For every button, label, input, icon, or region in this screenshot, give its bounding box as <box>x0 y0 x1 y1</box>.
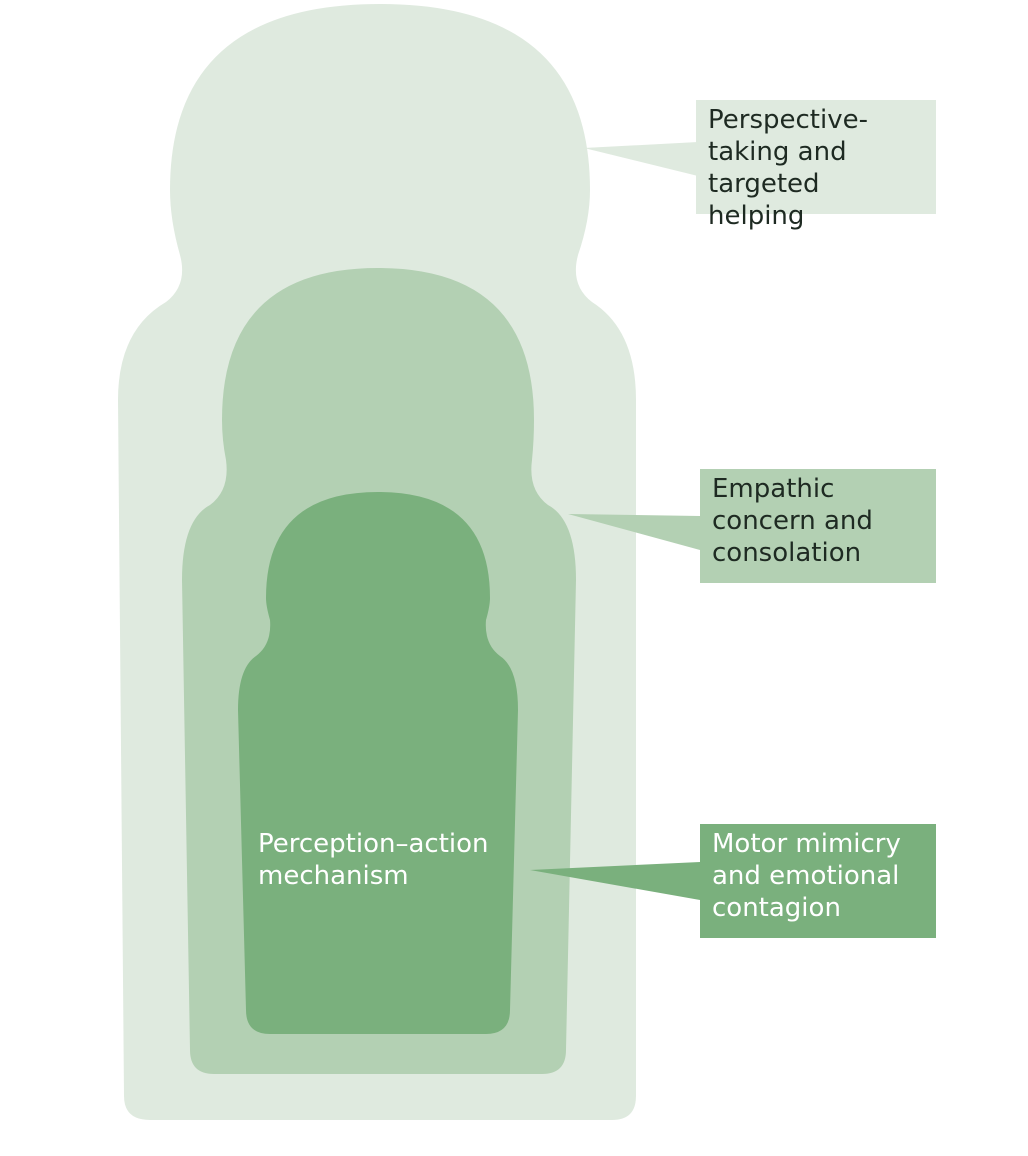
middle-label-pointer <box>568 514 700 550</box>
core-mechanism-label: Perception–action mechanism <box>258 829 489 891</box>
outer-layer-label: Perspective- taking and targeted helping <box>708 105 868 231</box>
inner-layer-label: Motor mimicry and emotional contagion <box>712 829 901 923</box>
outer-layer-label-box: Perspective- taking and targeted helping <box>696 100 936 231</box>
middle-layer-label-box: Empathic concern and consolation <box>700 469 936 583</box>
outer-label-pointer <box>584 142 698 176</box>
middle-layer-label: Empathic concern and consolation <box>712 474 873 568</box>
inner-label-pointer <box>530 862 700 900</box>
inner-layer-label-box: Motor mimicry and emotional contagion <box>700 824 936 938</box>
inner-layer-shape <box>238 492 518 1034</box>
